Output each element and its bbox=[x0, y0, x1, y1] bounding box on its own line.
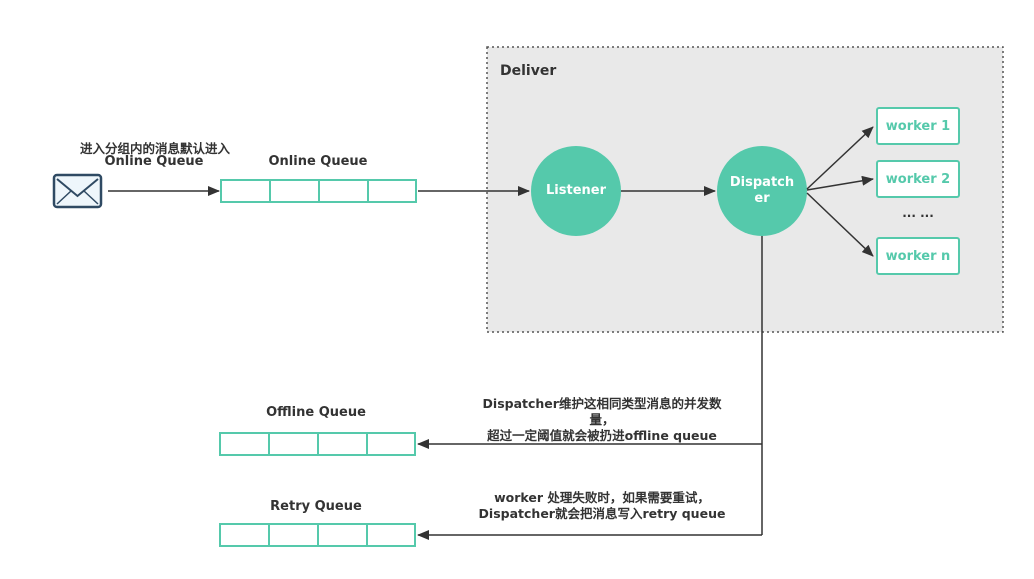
retry-queue bbox=[219, 523, 416, 547]
offline-note-line1: Dispatcher维护这相同类型消息的并发数 bbox=[482, 396, 722, 411]
retry-note-line1: worker 处理失败时，如果需要重试， bbox=[494, 490, 710, 505]
entry-label-line1: 进入分组内的消息默认进入 bbox=[79, 141, 230, 156]
worker-2-box: worker 2 bbox=[876, 160, 960, 198]
offline-queue-label: Offline Queue bbox=[266, 405, 366, 420]
worker-n-box: worker n bbox=[876, 237, 960, 275]
envelope-icon bbox=[52, 173, 103, 209]
offline-note: Dispatcher维护这相同类型消息的并发数 量， 超过一定阈值就会被扔进of… bbox=[462, 396, 742, 444]
online-queue bbox=[220, 179, 417, 203]
deliver-title: Deliver bbox=[500, 63, 557, 79]
online-queue-label: Online Queue bbox=[268, 154, 368, 169]
retry-queue-label: Retry Queue bbox=[270, 499, 362, 514]
arrow-to-worker-n bbox=[806, 192, 874, 257]
listener-text: Listener bbox=[546, 183, 606, 198]
offline-note-line3: 超过一定阈值就会被扔进offline queue bbox=[487, 428, 717, 443]
offline-queue bbox=[219, 432, 416, 456]
listener-node bbox=[531, 146, 621, 236]
worker-1-box: worker 1 bbox=[876, 107, 960, 145]
offline-note-line2: 量， bbox=[589, 412, 615, 427]
dispatcher-label: Dispatch er bbox=[717, 146, 807, 236]
arrow-to-worker-2 bbox=[806, 175, 874, 191]
retry-note: worker 处理失败时，如果需要重试， Dispatcher就会把消息写入re… bbox=[462, 490, 742, 522]
dispatcher-node bbox=[717, 146, 807, 236]
dispatcher-text-line1: Dispatch bbox=[729, 175, 795, 190]
entry-label-line2: Online Queue bbox=[104, 154, 204, 169]
arrow-to-worker-1 bbox=[806, 126, 874, 190]
workers-ellipsis: ... ... bbox=[902, 206, 934, 220]
dispatcher-text-line2: er bbox=[754, 191, 770, 206]
retry-note-line2: Dispatcher就会把消息写入retry queue bbox=[478, 506, 726, 521]
listener-label: Listener bbox=[531, 146, 621, 236]
